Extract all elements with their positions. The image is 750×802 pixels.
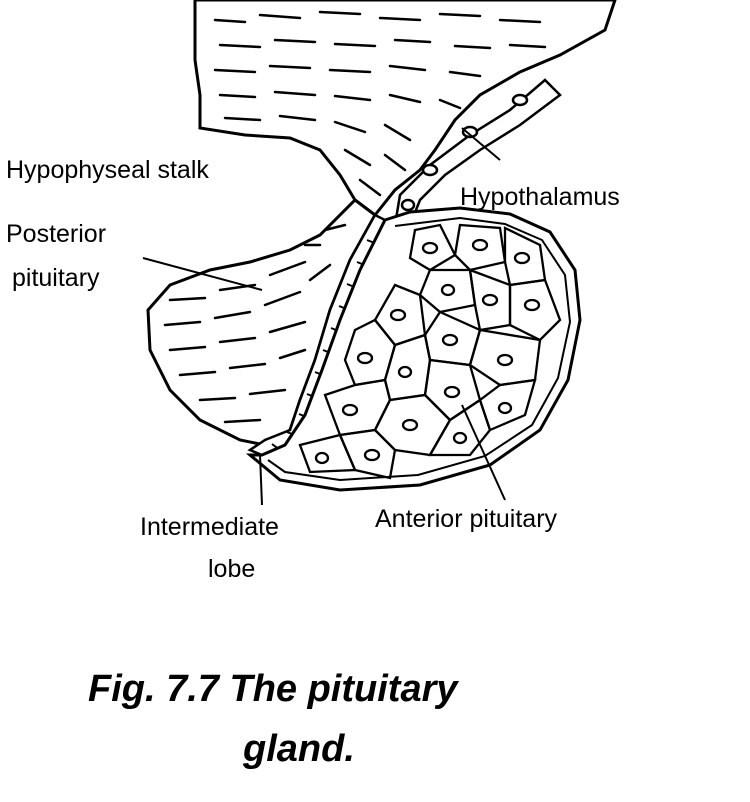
anterior-pituitary-lobe xyxy=(245,206,582,492)
label-posterior-line1: Posterior xyxy=(6,220,106,248)
figure-caption-line2: gland. xyxy=(243,728,355,770)
label-anterior-pituitary: Anterior pituitary xyxy=(375,505,558,533)
leader-lines xyxy=(142,127,506,506)
label-hypophyseal-stalk: Hypophyseal stalk xyxy=(6,156,209,184)
label-intermediate-line1: Intermediate xyxy=(140,513,279,541)
figure-caption-line1: Fig. 7.7 The pituitary xyxy=(88,668,458,710)
label-intermediate-line2: lobe xyxy=(208,555,255,583)
label-posterior-line2: pituitary xyxy=(12,264,100,292)
hypothalamus-tissue xyxy=(193,0,617,218)
label-hypothalamus: Hypothalamus xyxy=(460,183,620,211)
